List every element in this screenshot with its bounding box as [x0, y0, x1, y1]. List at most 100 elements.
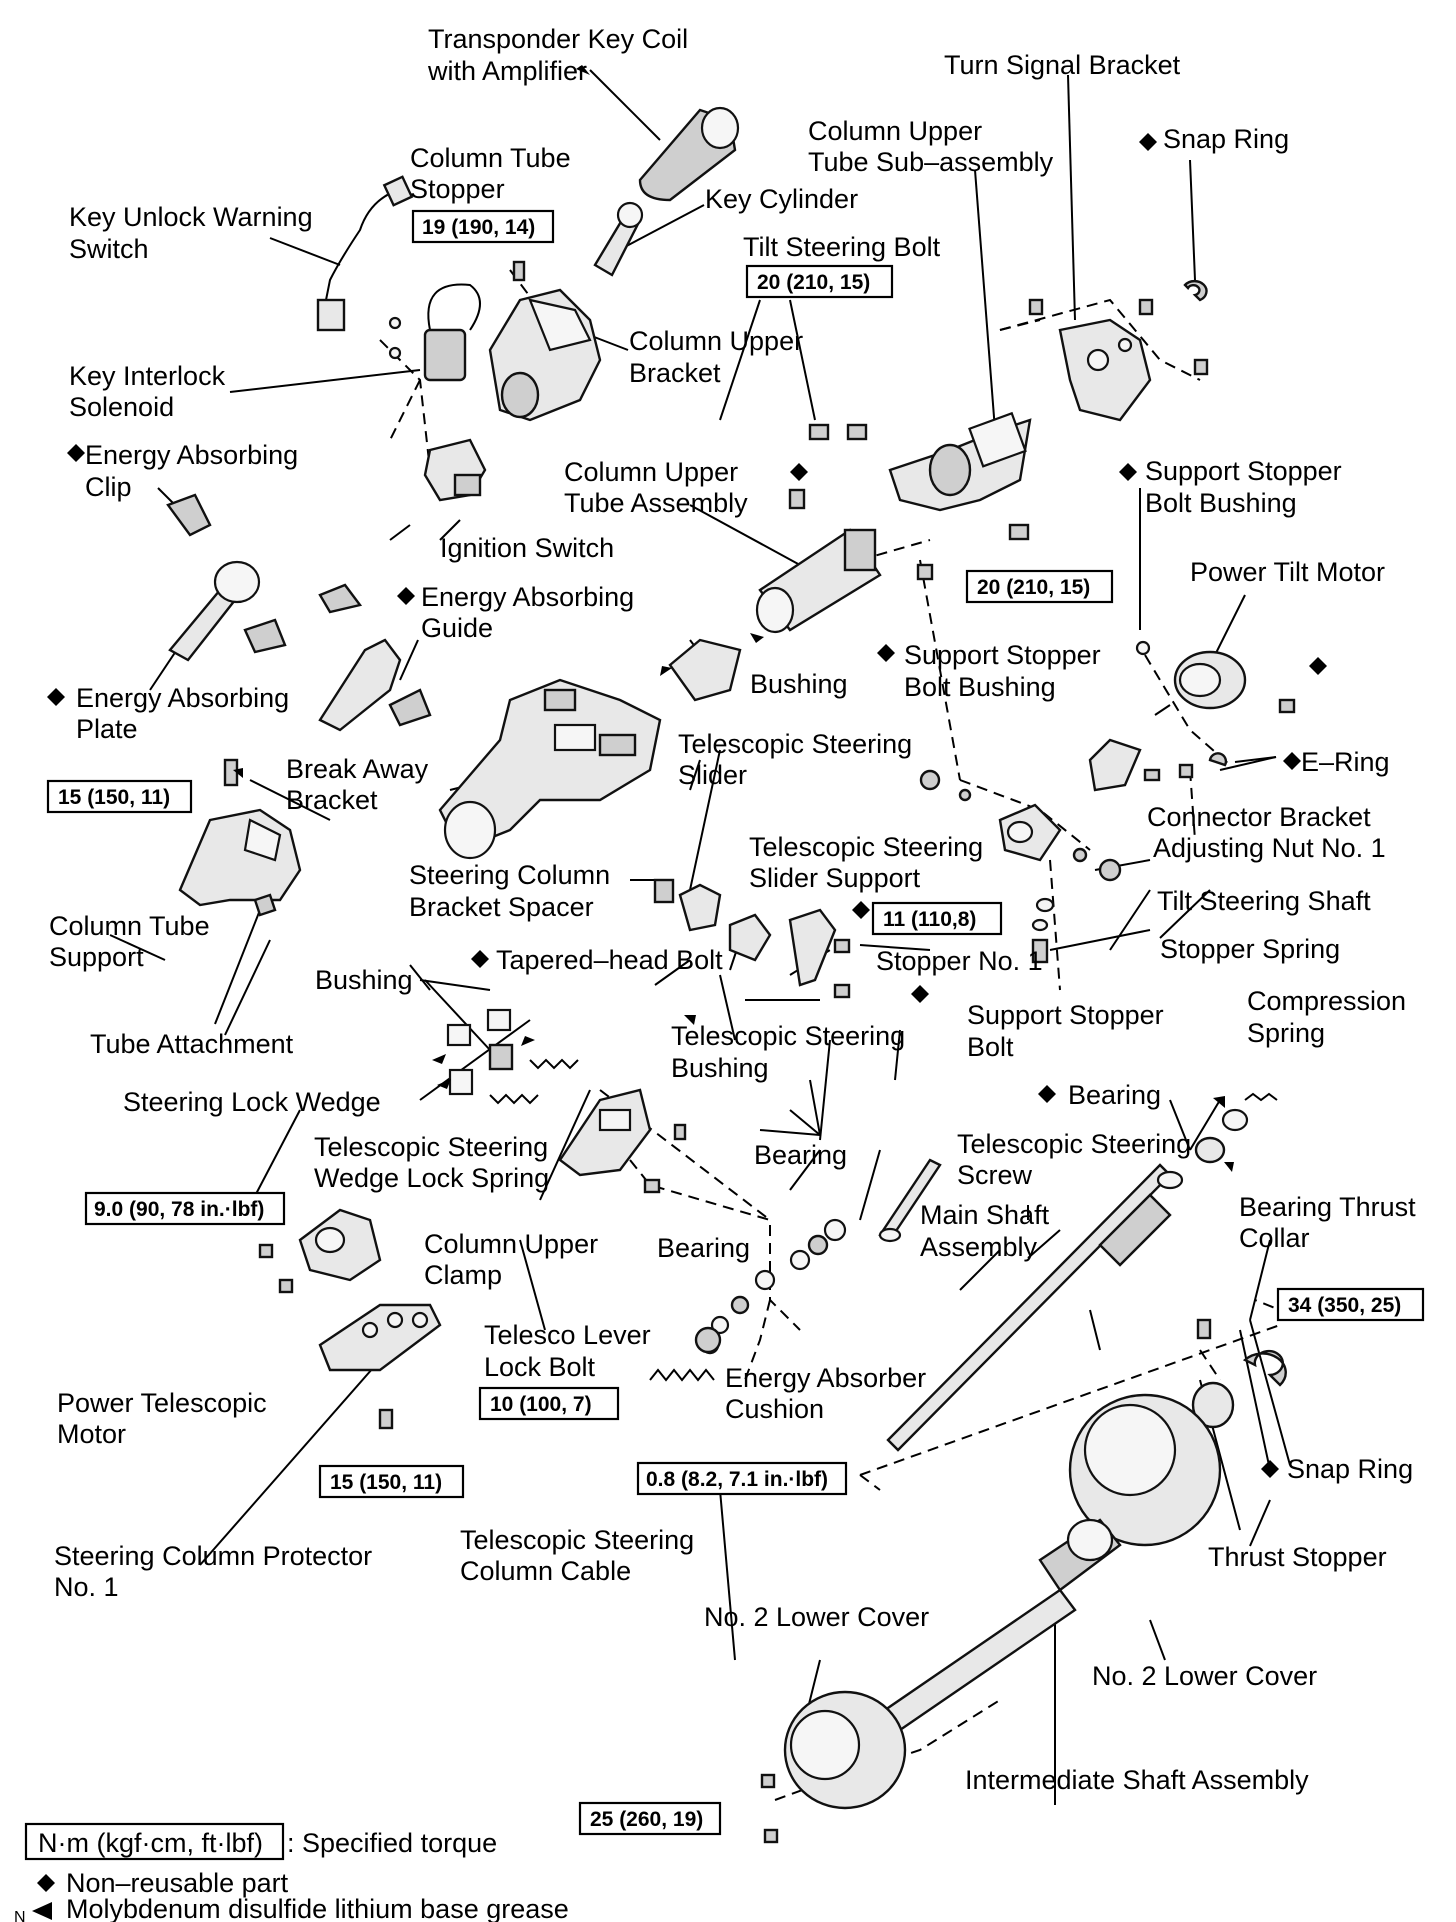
label-ea-guide-l2: Guide: [421, 613, 493, 643]
key-interlock-solenoid-part: [388, 283, 481, 382]
column-upper-bracket-part: [488, 288, 602, 422]
svg-text:15 (150, 11): 15 (150, 11): [330, 1471, 442, 1494]
compression-spring-parts: [489, 1058, 1278, 1382]
label-tele-bushing-l2: Bushing: [671, 1053, 769, 1083]
grease-arrow-icon: [1213, 1096, 1225, 1108]
column-upper-tube-assembly-part: [755, 488, 934, 634]
no2-lower-cover-lower-part: [760, 1690, 907, 1844]
svg-text:0.8 (8.2, 7.1 in.·lbf): 0.8 (8.2, 7.1 in.·lbf): [646, 1468, 828, 1491]
svg-text:34 (350, 25): 34 (350, 25): [1288, 1294, 1401, 1317]
label-tele-cable-l2: Column Cable: [460, 1556, 631, 1586]
label-energy-absorber-l2: Cushion: [725, 1394, 824, 1424]
label-break-away-l1: Break Away: [286, 754, 429, 784]
label-power-tele-motor-l1: Power Telescopic: [57, 1388, 267, 1418]
energy-absorbing-clip-part: [166, 493, 212, 537]
energy-absorbing-guide-clip: [388, 688, 432, 727]
label-tele-screw-l2: Screw: [957, 1160, 1033, 1190]
diamond-icon: [1283, 752, 1301, 770]
label-energy-absorber-l1: Energy Absorber: [725, 1363, 926, 1393]
label-bushing-top: Bushing: [750, 669, 848, 699]
torque-box-tilt-bolt-top: 20 (210, 15): [745, 264, 894, 299]
energy-absorbing-clip-small: [318, 583, 363, 614]
power-telescopic-motor-part: [258, 1208, 382, 1294]
bearing-thrust-collar-part: [1221, 1108, 1249, 1132]
diamond-icon: [1139, 133, 1157, 151]
label-e-ring: E–Ring: [1301, 747, 1390, 777]
label-adjusting-nut: Adjusting Nut No. 1: [1153, 833, 1386, 863]
label-power-tele-motor-l2: Motor: [57, 1419, 126, 1449]
column-upper-tube-sub-assembly-part: [808, 411, 1032, 541]
label-bearing-thrust-l2: Collar: [1239, 1223, 1310, 1253]
parts: [166, 106, 1296, 1844]
label-tele-slider-support-l2: Slider Support: [749, 863, 921, 893]
bushing-small-a: [446, 1023, 472, 1047]
label-main-shaft-l1: Main Shaft: [920, 1200, 1050, 1230]
label-steering-protector-l1: Steering Column Protector: [54, 1541, 372, 1571]
label-intermediate-shaft: Intermediate Shaft Assembly: [965, 1765, 1309, 1795]
label-bearing-mid: Bearing: [754, 1140, 847, 1170]
label-bearing-top: Bearing: [1068, 1080, 1161, 1110]
transponder-key-coil-part: [638, 106, 740, 202]
diamond-icon: [1119, 463, 1137, 481]
diamond-icon: [67, 444, 85, 462]
torque-box-slider-support: 11 (110,8): [871, 901, 1003, 936]
label-support-stopper-bolt-l1: Support Stopper: [967, 1000, 1164, 1030]
label-col-upper-clamp-l2: Clamp: [424, 1260, 502, 1290]
torque-box-power-tele-motor: 9.0 (90, 78 in.·lbf): [84, 1191, 286, 1226]
diamond-icon: [852, 901, 870, 919]
stopper-no1-part: [1035, 897, 1055, 913]
grease-arrow-icon: [750, 633, 764, 643]
label-steering-protector-l2: No. 1: [54, 1572, 119, 1602]
label-col-upper-tube-assy-l2: Tube Assembly: [564, 488, 748, 518]
diamond-icon: [790, 463, 808, 481]
label-snap-ring-top: Snap Ring: [1163, 124, 1289, 154]
legend-grease: Molybdenum disulfide lithium base grease: [66, 1894, 569, 1922]
label-key-unlock-l1: Key Unlock Warning: [69, 202, 313, 232]
bearing-part-upper: [1194, 1136, 1226, 1164]
label-transponder-l2: with Amplifier: [427, 56, 587, 86]
connector-bracket-bolt: [1143, 768, 1161, 782]
svg-text:19 (190, 14): 19 (190, 14): [422, 216, 535, 239]
label-main-shaft-l2: Assembly: [920, 1232, 1038, 1262]
bushing-small-b: [486, 1008, 512, 1032]
grease-arrow-icon: [660, 666, 672, 676]
torque-box-snap-ring-bolt: 34 (350, 25): [1276, 1287, 1425, 1322]
label-steering-col-spacer-l2: Bracket Spacer: [409, 892, 594, 922]
label-col-tube-stopper-l1: Column Tube: [410, 143, 571, 173]
telescopic-slider-support-part: [788, 908, 851, 999]
svg-text:10 (100, 7): 10 (100, 7): [490, 1393, 592, 1416]
label-support-stopper-bb1-l2: Bolt Bushing: [1145, 488, 1297, 518]
snap-ring-top-part: [1183, 279, 1208, 302]
label-ea-clip-l1: Energy Absorbing: [85, 440, 298, 470]
torque-box-col-tube-support: 15 (150, 11): [46, 779, 193, 814]
legend-torque-desc: : Specified torque: [287, 1828, 497, 1858]
key-cylinder-part: [593, 201, 644, 277]
tilt-shaft-collar: [1072, 847, 1088, 863]
snap-ring-bolt: [1196, 1318, 1212, 1340]
label-break-away-l2: Bracket: [286, 785, 378, 815]
label-steering-col-spacer-l1: Steering Column: [409, 860, 610, 890]
label-col-upper-tube-sub-l1: Column Upper: [808, 116, 982, 146]
grease-markers: [233, 65, 1234, 1172]
diamond-icon: [911, 985, 929, 1003]
svg-text:11 (110,8): 11 (110,8): [883, 908, 976, 931]
svg-text:25 (260, 19): 25 (260, 19): [590, 1808, 703, 1831]
label-ea-guide-l1: Energy Absorbing: [421, 582, 634, 612]
label-power-tilt-motor: Power Tilt Motor: [1190, 557, 1385, 587]
label-snap-ring-low: Snap Ring: [1287, 1454, 1413, 1484]
svg-text:9.0 (90, 78 in.·lbf): 9.0 (90, 78 in.·lbf): [94, 1198, 264, 1221]
legend-torque-unit: N·m (kgf·cm, ft·lbf): [38, 1828, 263, 1858]
label-tapered-head-bolt: Tapered–head Bolt: [496, 945, 723, 975]
legend: N·m (kgf·cm, ft·lbf) : Specified torque …: [14, 1822, 569, 1922]
label-tube-attachment: Tube Attachment: [90, 1029, 294, 1059]
tilt-steering-shaft-part: [1098, 858, 1122, 882]
label-tilt-steering-shaft: Tilt Steering Shaft: [1157, 886, 1371, 916]
legend-torque-box: [24, 1822, 285, 1861]
label-tele-slider-l2: Slider: [678, 760, 747, 790]
grease-arrow-icon: [233, 768, 243, 778]
adjusting-nut-part: [998, 803, 1062, 862]
label-support-stopper-bolt-l2: Bolt: [967, 1032, 1014, 1062]
turn-signal-bracket-part: [1028, 298, 1209, 422]
energy-absorbing-plate-clip: [243, 618, 287, 654]
label-support-stopper-bb2-l1: Support Stopper: [904, 640, 1101, 670]
